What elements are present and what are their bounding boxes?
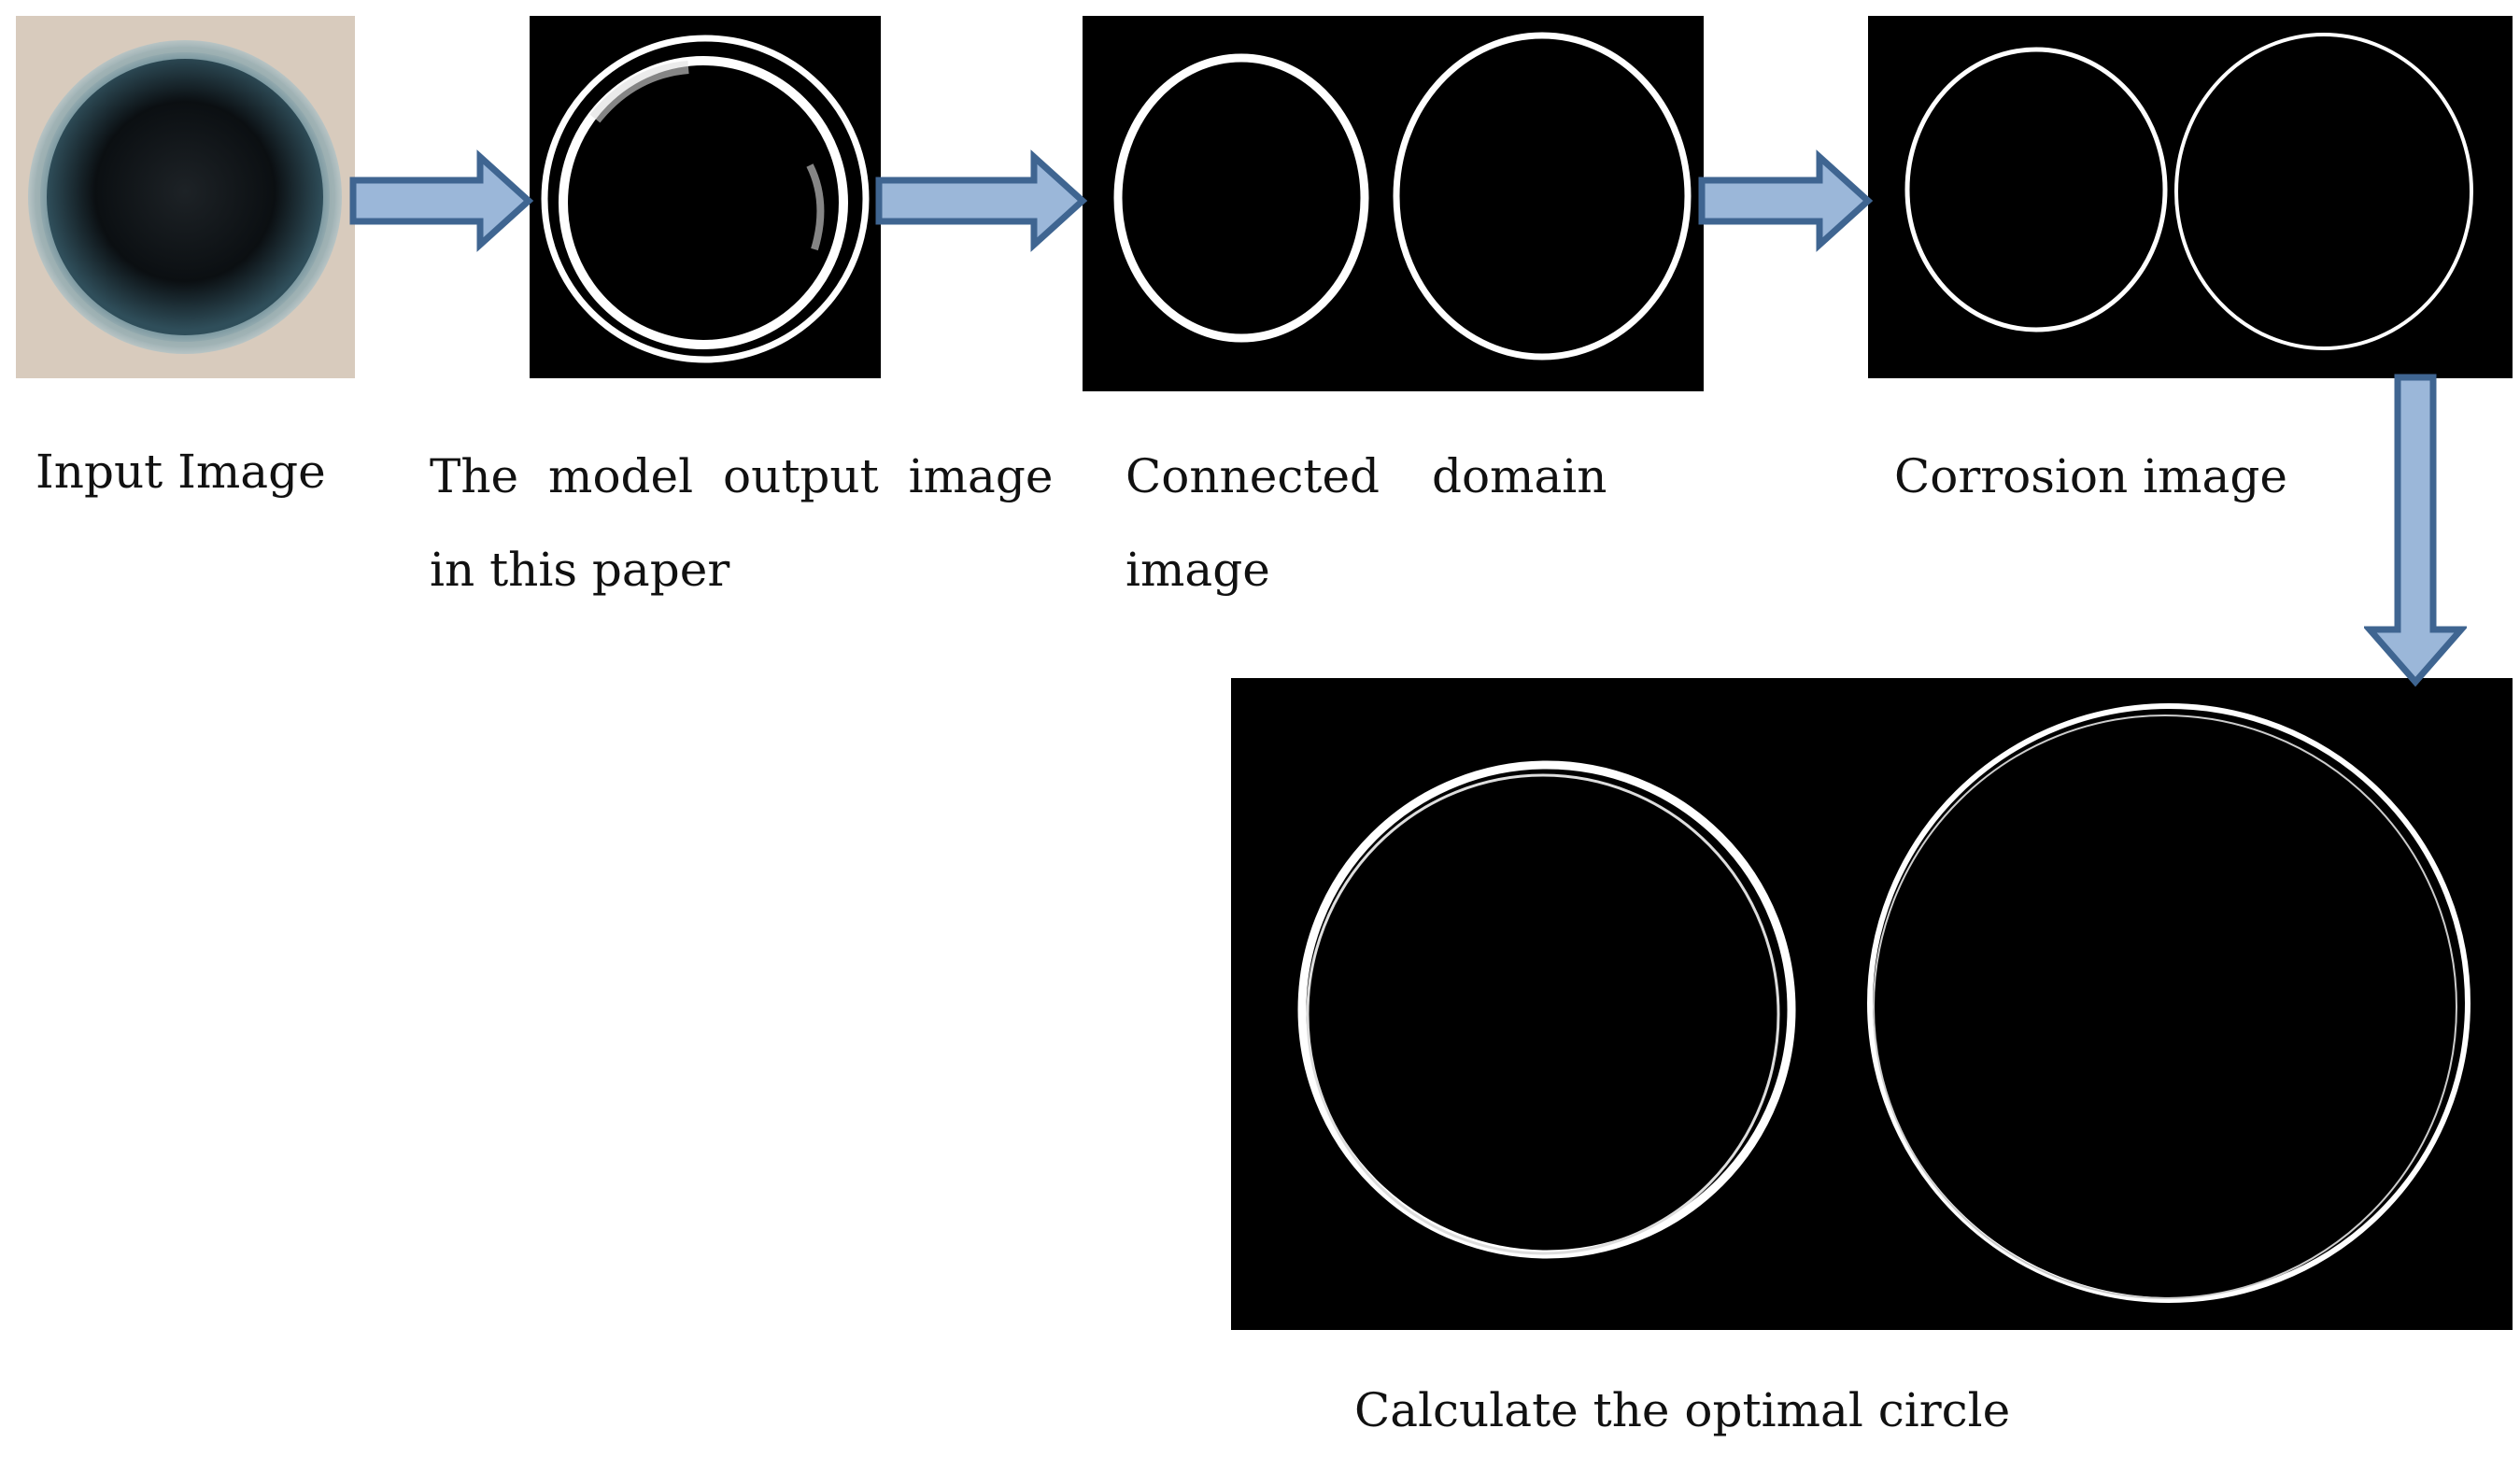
connected-domain-image-panel (1083, 16, 1704, 391)
arrow-right-icon (875, 149, 1088, 252)
optimal-circle-image-panel (1231, 678, 2513, 1330)
connected-domain-label-line1: Connected domain (1126, 449, 1607, 503)
input-image-panel (16, 16, 355, 378)
optimal-circle-rings (1297, 703, 2470, 1303)
model-output-rings (541, 35, 870, 363)
corrosion-image-label: Corrosion image (1894, 449, 2287, 503)
arrow-down-icon (2364, 374, 2467, 687)
corrosion-rings (1904, 33, 2473, 350)
input-image-photo (16, 16, 355, 378)
optimal-circle-label: Calculate the optimal circle (1354, 1383, 2011, 1437)
connected-domain-label-line2: image (1126, 543, 1270, 597)
model-output-label-line1: The model output image (430, 449, 1054, 503)
corrosion-image-panel (1868, 16, 2513, 378)
connected-domain-rings (1113, 32, 1692, 361)
arrow-right-icon (1698, 149, 1874, 252)
arrow-right-icon (349, 149, 534, 252)
model-output-label-line2: in this paper (430, 543, 730, 597)
model-output-image-panel (530, 16, 881, 378)
input-image-label: Input Image (35, 445, 326, 499)
